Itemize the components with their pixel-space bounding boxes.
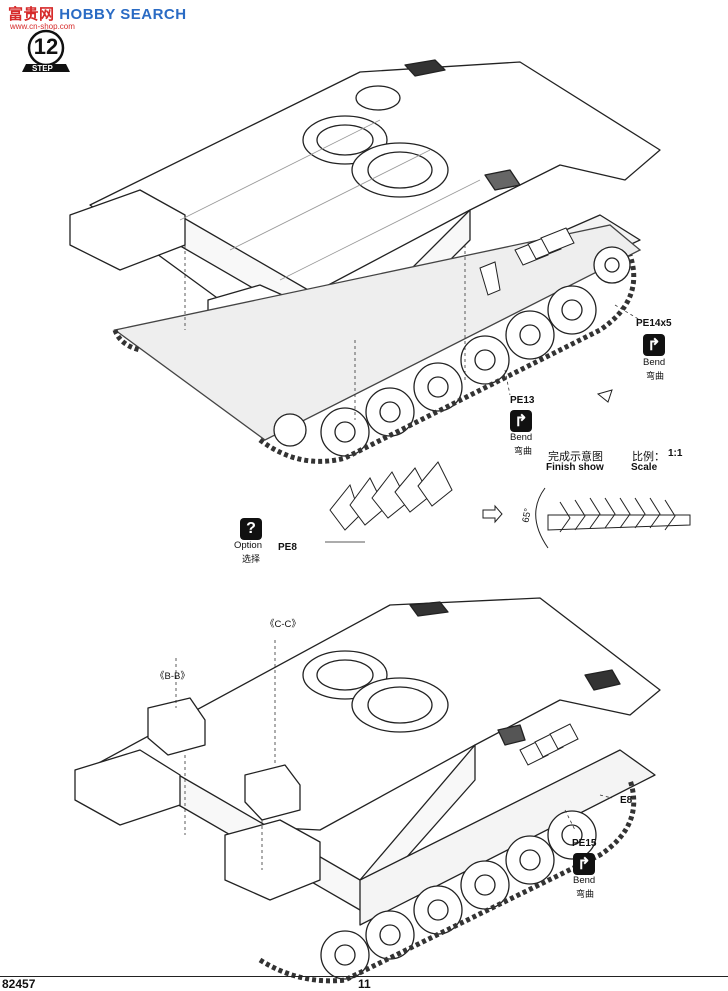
pe15-bend-label: Bend <box>573 875 596 886</box>
pe14-bend-cn: 弯曲 <box>646 372 665 382</box>
watermark-url: www.cn-shop.com <box>10 22 75 31</box>
step-label: STEP <box>32 64 53 73</box>
section-bb-label: 《B-B》 <box>155 671 190 682</box>
question-icon: ? <box>240 518 262 540</box>
pe8-drawing <box>325 461 691 549</box>
step-number: 12 <box>33 34 59 59</box>
bend-icon: ↱ <box>643 334 665 356</box>
watermark-cn: 富贵网 <box>8 5 55 23</box>
pe8-label: PE8 <box>278 542 297 553</box>
scale-value: 1:1 <box>668 448 683 459</box>
pe13-bend-cn: 弯曲 <box>514 447 533 457</box>
pe14-bend-label: Bend <box>643 357 666 368</box>
bend-icon: ↱ <box>573 853 595 875</box>
section-cc-label: 《C-C》 <box>265 619 301 630</box>
option-cn: 选择 <box>242 555 261 565</box>
finish-show-cn: 完成示意图 <box>548 450 603 463</box>
watermark: 富贵网 HOBBY SEARCH www.cn-shop.com <box>8 3 187 31</box>
e8-label: E8 <box>620 795 633 806</box>
pe13-label: PE13 <box>510 395 535 406</box>
pe15-bend-cn: 弯曲 <box>576 890 595 900</box>
pe13-bend-label: Bend <box>510 432 533 443</box>
footer-rule <box>0 976 728 977</box>
scale-cn: 比例： <box>632 450 665 463</box>
page-number: 11 <box>358 977 371 991</box>
finish-show-en: Finish show <box>546 462 604 473</box>
scale-en: Scale <box>631 462 658 473</box>
step-badge: 12 STEP <box>22 28 84 76</box>
step-badge-icon <box>22 29 70 72</box>
kit-number: 82457 <box>2 977 36 991</box>
bottom-assembly-drawing <box>74 597 661 984</box>
bend-icon: ↱ <box>510 410 532 432</box>
watermark-en: HOBBY SEARCH <box>59 6 187 23</box>
pe15-label: PE15 <box>572 838 597 849</box>
pe14-label: PE14x5 <box>636 318 672 329</box>
top-assembly-drawing <box>69 59 661 464</box>
option-label: Option <box>234 540 262 551</box>
